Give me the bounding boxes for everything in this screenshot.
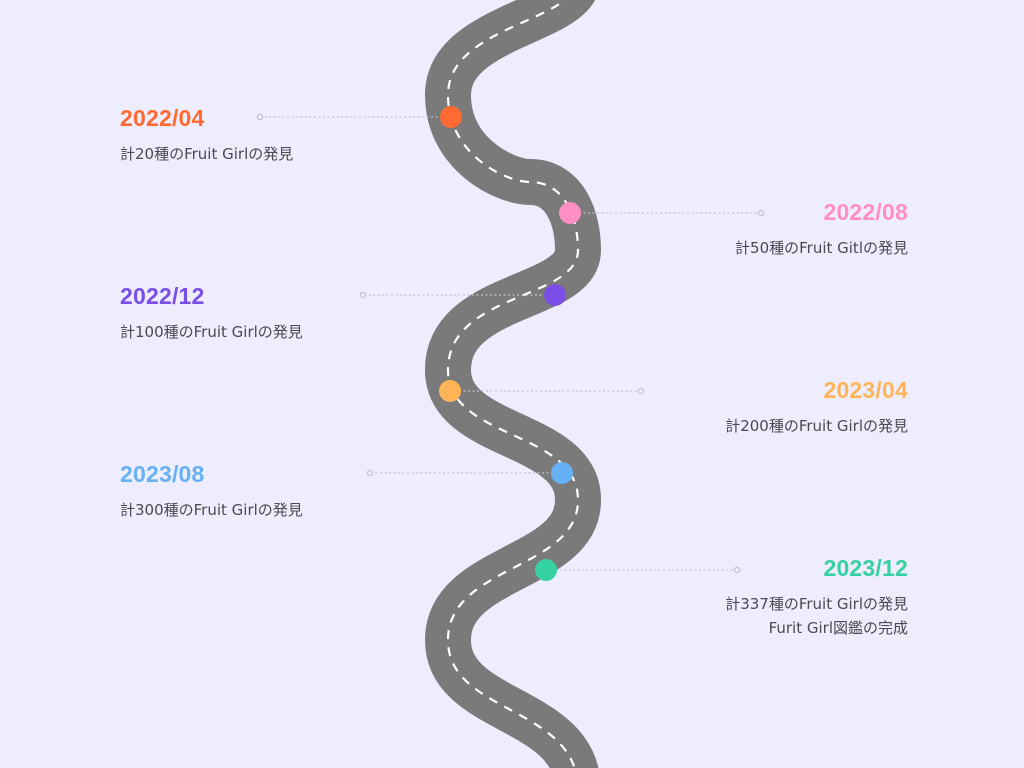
connector-end-dot — [733, 566, 741, 574]
milestone-date: 2022/08 — [823, 199, 908, 225]
milestone-marker-dot — [544, 284, 566, 306]
milestone-description: 計100種のFruit Girlの発見 — [120, 320, 540, 344]
milestone-date: 2023/04 — [823, 377, 908, 403]
connector-end-dot — [366, 469, 374, 477]
milestone-description-line: Furit Girl図鑑の完成 — [768, 619, 908, 637]
connector-end-dot — [757, 209, 765, 217]
milestone-date: 2023/08 — [120, 461, 205, 487]
milestone-2023-08: 2023/08 計300種のFruit Girlの発見 — [120, 460, 540, 522]
milestone-description-line: 計200種のFruit Girlの発見 — [725, 417, 908, 435]
milestone-2022-08: 2022/08 計50種のFruit Gitlの発見 — [488, 198, 908, 260]
milestone-date: 2022/12 — [120, 283, 205, 309]
milestone-description: 計300種のFruit Girlの発見 — [120, 498, 540, 522]
milestone-description: 計50種のFruit Gitlの発見 — [488, 236, 908, 260]
milestone-description-line: 計50種のFruit Gitlの発見 — [735, 239, 908, 257]
milestone-description: 計200種のFruit Girlの発見 — [488, 414, 908, 438]
milestone-marker-dot — [535, 559, 557, 581]
milestone-2023-04: 2023/04 計200種のFruit Girlの発見 — [488, 376, 908, 438]
milestone-2022-12: 2022/12 計100種のFruit Girlの発見 — [120, 282, 540, 344]
connector-end-dot — [359, 291, 367, 299]
milestone-2022-04: 2022/04 計20種のFruit Girlの発見 — [120, 104, 540, 166]
milestone-2023-12: 2023/12 計337種のFruit Girlの発見 Furit Girl図鑑… — [488, 554, 908, 640]
connector-lines — [256, 113, 765, 574]
milestone-marker-dot — [439, 380, 461, 402]
milestone-date: 2022/04 — [120, 105, 205, 131]
connector-end-dot — [256, 113, 264, 121]
milestone-markers — [439, 106, 581, 581]
milestone-description: 計337種のFruit Girlの発見 Furit Girl図鑑の完成 — [488, 592, 908, 640]
milestone-description-line: 計20種のFruit Girlの発見 — [120, 145, 294, 163]
connector-end-dot — [637, 387, 645, 395]
milestone-description: 計20種のFruit Girlの発見 — [120, 142, 540, 166]
milestone-description-line: 計300種のFruit Girlの発見 — [120, 501, 303, 519]
milestone-marker-dot — [559, 202, 581, 224]
milestone-description-line: 計337種のFruit Girlの発見 — [725, 595, 908, 613]
milestone-marker-dot — [440, 106, 462, 128]
milestone-date: 2023/12 — [823, 555, 908, 581]
milestone-description-line: 計100種のFruit Girlの発見 — [120, 323, 303, 341]
milestone-marker-dot — [551, 462, 573, 484]
